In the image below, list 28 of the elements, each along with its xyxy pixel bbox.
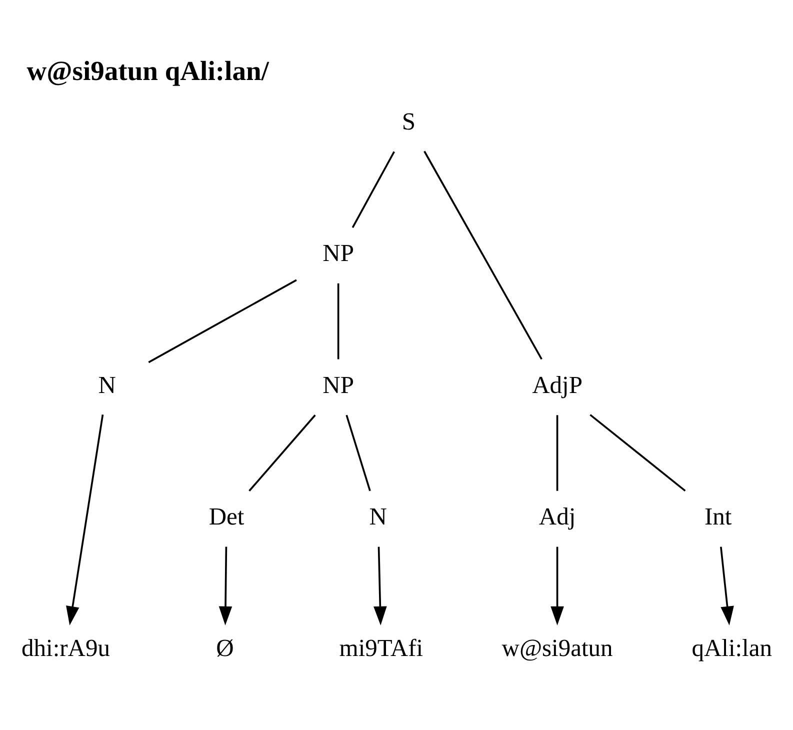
connector <box>337 282 340 359</box>
node-text: Ø <box>216 634 234 662</box>
connector <box>556 414 558 490</box>
node-text: w@si9atun <box>502 634 613 662</box>
connector <box>346 414 371 491</box>
node-text: S <box>402 108 416 135</box>
connector <box>424 150 542 360</box>
arrow <box>550 546 564 625</box>
node-text: NP <box>322 240 354 267</box>
node-text: AdjP <box>532 371 582 398</box>
node-text: mi9TAfi <box>339 634 424 662</box>
node-text: Adj <box>538 502 576 530</box>
node-text: qAli:lan <box>692 634 772 662</box>
node-text: Int <box>704 502 732 530</box>
node-text: NP <box>322 371 354 398</box>
connector <box>248 414 316 492</box>
node-text: N <box>98 371 116 398</box>
arrow <box>374 546 387 625</box>
diagram-title: w@si9atun qAli:lan/ <box>26 54 269 86</box>
connector <box>148 278 297 363</box>
connector <box>352 150 395 228</box>
node-text: N <box>369 502 387 530</box>
connector <box>590 414 686 491</box>
arrow <box>720 546 734 625</box>
node-text: Det <box>208 502 244 530</box>
arrow <box>66 414 104 625</box>
node-text: dhi:rA9u <box>22 634 110 662</box>
arrow <box>218 546 232 625</box>
